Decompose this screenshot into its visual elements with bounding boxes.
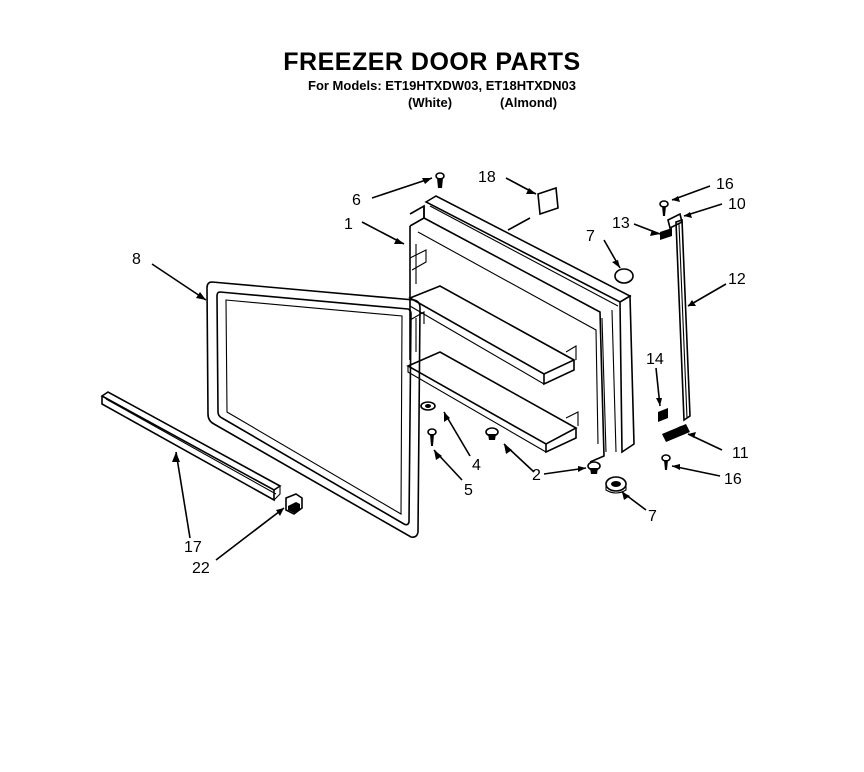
leader-lines — [151, 177, 727, 561]
hinge-bracket-bottom — [662, 424, 690, 442]
washer — [420, 401, 436, 411]
door-gasket — [206, 281, 421, 538]
end-cap — [285, 493, 303, 515]
arrowheads — [172, 178, 696, 516]
callout-22: 22 — [192, 560, 210, 577]
handle-rail — [675, 218, 691, 422]
spacer-top — [660, 228, 672, 240]
callout-7-lower: 7 — [648, 508, 657, 525]
callout-14: 14 — [646, 351, 664, 368]
diagram-title: FREEZER DOOR PARTS — [283, 48, 581, 76]
upper-plug — [614, 268, 634, 284]
callout-7-upper: 7 — [586, 228, 595, 245]
top-screw — [435, 172, 445, 188]
models-line: For Models: ET19HTXDW03, ET18HTXDN03 — [308, 78, 576, 93]
callout-6: 6 — [352, 192, 361, 209]
callout-17: 17 — [184, 539, 202, 556]
callout-4: 4 — [472, 457, 481, 474]
callout-labels: 6 1 18 7 16 10 13 12 8 14 11 16 4 5 2 7 … — [132, 169, 749, 577]
callout-11: 11 — [732, 445, 749, 462]
callout-16-bottom: 16 — [724, 471, 742, 488]
callout-5: 5 — [464, 482, 473, 499]
callout-8: 8 — [132, 251, 141, 268]
callout-16-top: 16 — [716, 176, 734, 193]
callout-1: 1 — [344, 216, 353, 233]
trim-strip — [100, 391, 282, 502]
door-stop — [485, 427, 601, 474]
variant-almond: (Almond) — [500, 95, 558, 110]
hinge-screw-bottom — [661, 454, 671, 470]
callout-2: 2 — [532, 467, 541, 484]
callout-13: 13 — [612, 215, 630, 232]
callout-10: 10 — [728, 196, 746, 213]
label-tag — [537, 186, 559, 216]
callout-12: 12 — [728, 271, 746, 288]
variant-white: (White) — [408, 95, 453, 110]
hinge-screw-top — [659, 200, 669, 216]
lower-bushing — [605, 476, 627, 494]
door-liner — [406, 195, 635, 463]
callout-18: 18 — [478, 169, 496, 186]
spacer-bottom — [658, 408, 668, 422]
screw — [427, 428, 437, 446]
